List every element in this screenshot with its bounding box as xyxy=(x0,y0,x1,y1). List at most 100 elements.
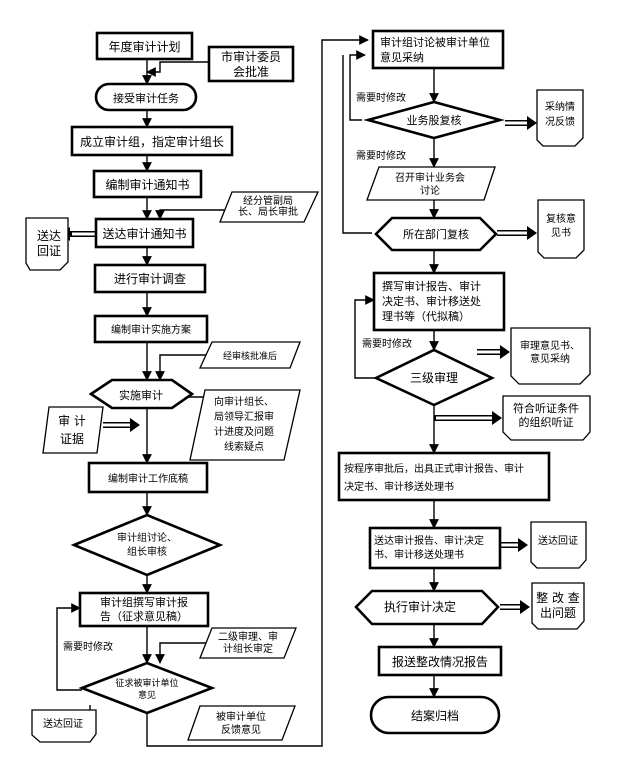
node-execute-decision-label: 执行审计决定 xyxy=(384,599,456,614)
node-investigation: 进行审计调查 xyxy=(93,263,207,294)
node-form-team-label: 成立审计组，指定审计组长 xyxy=(80,134,224,149)
text-line: 送达审计报告、审计决定 xyxy=(374,534,484,547)
text-line: 局领导汇报审 xyxy=(214,410,274,423)
text-line: 书、审计移送处理书 xyxy=(374,548,464,561)
text-line: 计进度及问题 xyxy=(214,425,274,438)
node-archive: 结案归档 xyxy=(369,695,501,735)
node-third-review: 三级审理 xyxy=(372,348,496,407)
text-line: 召开审计业务会 xyxy=(395,171,465,184)
node-review-opinion-label: 复核意见书 xyxy=(546,212,576,239)
text-line: 送达 xyxy=(37,228,61,243)
text-line: 经分管副局 xyxy=(243,194,293,207)
node-evidence: 审 计证据 xyxy=(42,406,104,454)
text-line: 复核意 xyxy=(546,212,576,225)
edge-label-modify-r2: 需要时修改 xyxy=(356,149,406,162)
node-investigation-label: 进行审计调查 xyxy=(114,271,186,286)
text-line: 决定书、审计移送处理书 xyxy=(344,480,454,493)
node-team-discussion: 审计组讨论、组长审核 xyxy=(70,513,224,577)
node-discuss-opinion: 审计组讨论被审计单位意见采纳 xyxy=(371,29,505,70)
text-line: 被审计单位 xyxy=(216,710,266,723)
text-line: 证据 xyxy=(60,432,84,446)
text-line: 告（征求意见稿） xyxy=(100,609,188,623)
node-receipt-right: 送达回证 xyxy=(530,521,587,569)
text-line: 长、局长审批 xyxy=(238,205,298,218)
node-draft-report: 审计组撰写审计报告（征求意见稿） xyxy=(78,591,210,628)
text-line: 见书 xyxy=(551,227,571,239)
node-issue-report: 按程序审批后，出具正式审计报告、审计决定书、审计移送处理书 xyxy=(337,451,551,502)
text-line: 的组织听证 xyxy=(519,415,574,429)
text-line: 决定书、审计移送处 xyxy=(382,294,481,308)
text-line: 回证 xyxy=(37,244,61,258)
node-archive-label: 结案归档 xyxy=(411,708,459,723)
node-working-papers-label: 编制审计工作底稿 xyxy=(108,472,188,485)
text-line: 审 计 xyxy=(58,413,86,428)
node-unit-review: 业务股复核 xyxy=(363,100,505,140)
node-rectify-report-label: 报送整改情况报告 xyxy=(392,654,488,669)
node-approved-label: 经审核批准后 xyxy=(223,350,277,362)
node-review-notice-label: 审理意见书、意见采纳 xyxy=(520,339,580,365)
node-deliver-report: 送达审计报告、审计决定书、审计移送处理书 xyxy=(368,526,502,570)
node-draft-notice: 编制审计通知书 xyxy=(92,169,203,199)
text-line: 意见采纳 xyxy=(530,352,570,365)
node-receipt-left: 送达回证 xyxy=(25,217,69,271)
node-feedback-label: 被审计单位反馈意见 xyxy=(216,710,266,736)
node-conduct-audit: 实施审计 xyxy=(88,378,195,410)
node-approval-deputy-label: 经分管副局长、局长审批 xyxy=(238,194,298,218)
node-receipt-bottom-left-label: 送达回证 xyxy=(43,717,83,730)
text-line: 二级审理、审 xyxy=(218,630,278,643)
node-working-papers: 编制审计工作底稿 xyxy=(87,461,209,494)
node-send-notice-label: 送达审计通知书 xyxy=(102,226,186,241)
node-accept-task: 接受审计任务 xyxy=(94,82,198,112)
edge-label-modify-r3: 需要时修改 xyxy=(362,337,412,350)
node-approved: 经审核批准后 xyxy=(198,341,301,369)
node-hearing: 符合听证条件的组织听证 xyxy=(502,395,591,441)
node-adoption-feedback: 采纳情况反馈 xyxy=(536,89,584,147)
text-line: 审计组讨论被审计单位 xyxy=(380,35,490,49)
text-line: 向审计组长、 xyxy=(214,395,274,408)
node-receipt-bottom-left: 送达回证 xyxy=(31,709,97,743)
node-implementation-plan-label: 编制审计实施方案 xyxy=(111,323,191,336)
node-team-discussion-label: 审计组讨论、组长审核 xyxy=(117,531,177,558)
node-discuss-opinion-label: 审计组讨论被审计单位意见采纳 xyxy=(380,35,490,64)
text-line: 审计组讨论、 xyxy=(117,531,177,544)
node-issue-report-label: 按程序审批后，出具正式审计报告、审计决定书、审计移送处理书 xyxy=(344,462,524,493)
text-line: 组长审核 xyxy=(127,545,167,558)
node-accept-task-label: 接受审计任务 xyxy=(113,91,179,105)
node-unit-review-label: 业务股复核 xyxy=(407,113,462,127)
text-line: 计组长审定 xyxy=(223,642,273,655)
edge-label-modify-left: 需要时修改 xyxy=(63,640,113,653)
node-hearing-label: 符合听证条件的组织听证 xyxy=(513,401,579,429)
node-rectify-report: 报送整改情况报告 xyxy=(377,645,503,677)
node-rectify-issues-label: 整 改 查出问题 xyxy=(536,590,580,620)
node-review-notice: 审理意见书、意见采纳 xyxy=(510,327,591,385)
node-annual-plan: 年度审计计划 xyxy=(95,31,194,61)
node-receipt-left-label: 送达回证 xyxy=(37,228,61,258)
node-meeting: 召开审计业务会讨论 xyxy=(366,166,496,201)
text-line: 符合听证条件 xyxy=(513,401,579,415)
node-dept-review: 所在部门复核 xyxy=(374,216,498,252)
node-solicit-opinion-label: 征求被审计单位意见 xyxy=(115,677,178,701)
node-review-opinion: 复核意见书 xyxy=(537,199,585,259)
text-line: 审计组撰写审计报 xyxy=(100,595,188,609)
node-write-report-label: 撰写审计报告、审计决定书、审计移送处理书等（代拟稿） xyxy=(382,279,481,323)
node-meeting-label: 召开审计业务会讨论 xyxy=(395,171,465,197)
node-rectify-issues: 整 改 查出问题 xyxy=(531,582,585,630)
text-line: 整 改 查 xyxy=(536,590,580,605)
node-approval-deputy: 经分管副局长、局长审批 xyxy=(219,191,320,223)
node-form-team: 成立审计组，指定审计组长 xyxy=(70,125,234,157)
node-third-review-label: 三级审理 xyxy=(410,370,458,385)
text-line: 按程序审批后，出具正式审计报告、审计 xyxy=(344,462,524,475)
node-evidence-label: 审 计证据 xyxy=(58,413,86,446)
node-feedback: 被审计单位反馈意见 xyxy=(187,705,296,741)
connectors xyxy=(56,35,537,747)
node-committee-approval-label: 市审计委员会批准 xyxy=(221,49,281,79)
edge-label-modify-r1: 需要时修改 xyxy=(356,91,406,104)
text-line: 撰写审计报告、审计 xyxy=(382,279,481,293)
node-dept-review-label: 所在部门复核 xyxy=(403,227,469,241)
node-adoption-feedback-label: 采纳情况反馈 xyxy=(545,100,575,128)
node-write-report: 撰写审计报告、审计决定书、审计移送处理书等（代拟稿） xyxy=(372,271,506,332)
text-line: 况反馈 xyxy=(545,115,575,128)
node-implementation-plan: 编制审计实施方案 xyxy=(93,314,209,344)
text-line: 意见采纳 xyxy=(380,50,424,64)
